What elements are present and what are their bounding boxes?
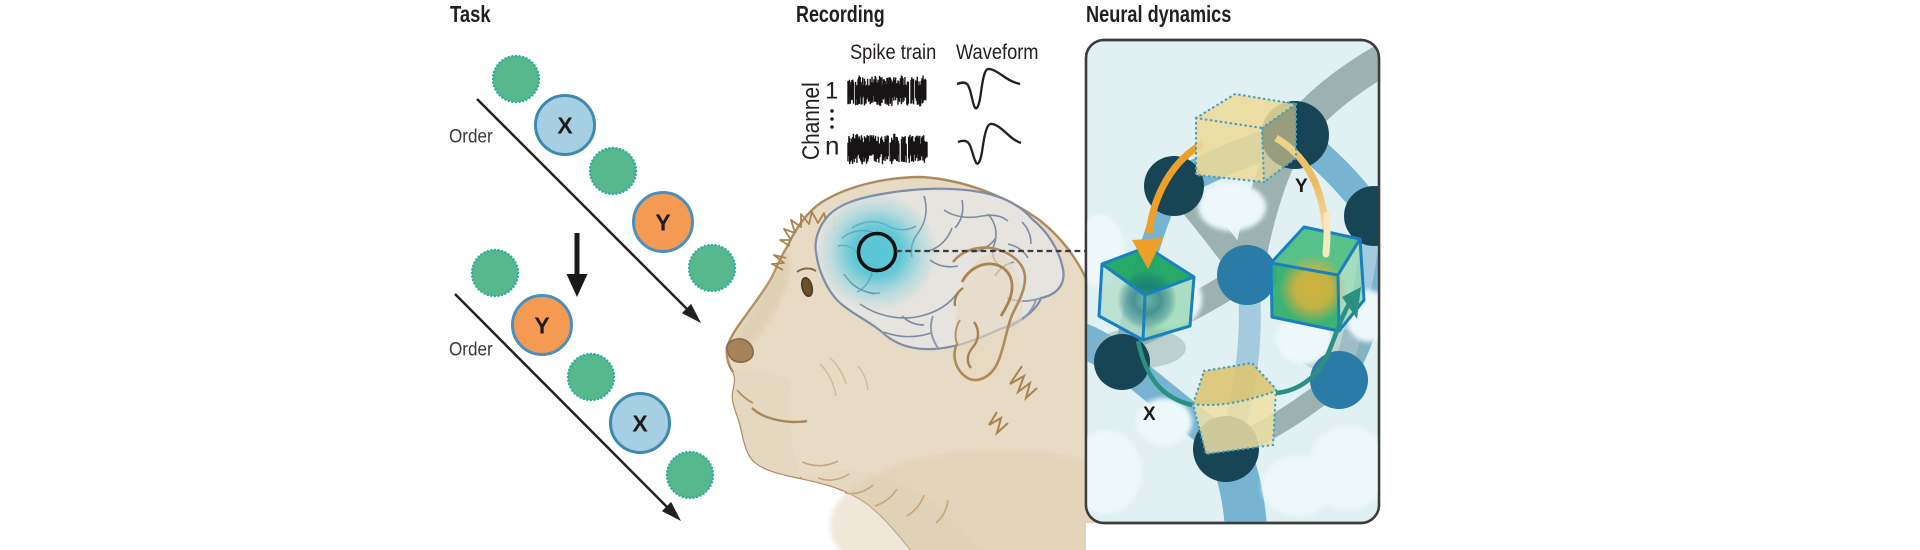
svg-text:Y: Y bbox=[655, 209, 670, 235]
svg-text:Waveform: Waveform bbox=[956, 41, 1039, 64]
svg-text:Channel: Channel bbox=[798, 82, 825, 160]
svg-text:X: X bbox=[1143, 404, 1156, 425]
svg-text:n: n bbox=[825, 131, 839, 161]
svg-text:Order: Order bbox=[449, 339, 493, 360]
svg-text:X: X bbox=[557, 112, 573, 138]
svg-text:1: 1 bbox=[825, 78, 838, 105]
svg-text:Y: Y bbox=[534, 312, 549, 338]
svg-text:Task: Task bbox=[450, 2, 491, 27]
svg-text:Neural dynamics: Neural dynamics bbox=[1086, 2, 1231, 28]
svg-text:X: X bbox=[632, 410, 648, 436]
svg-text:Spike train: Spike train bbox=[850, 41, 936, 64]
svg-text:Recording: Recording bbox=[796, 2, 885, 28]
svg-text:Y: Y bbox=[1295, 176, 1308, 197]
svg-text:Order: Order bbox=[449, 126, 493, 147]
